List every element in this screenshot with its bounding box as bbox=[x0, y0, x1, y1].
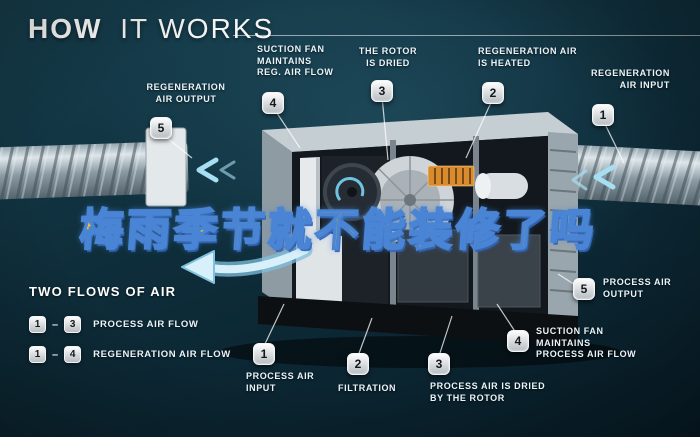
legend-badge-from: 1 bbox=[29, 316, 46, 333]
right-duct bbox=[564, 144, 700, 206]
legend-badge-from: 1 bbox=[29, 346, 46, 363]
legend-title: TWO FLOWS OF AIR bbox=[29, 284, 177, 299]
legend-badge-to: 3 bbox=[64, 316, 82, 333]
legend-badge-to: 4 bbox=[64, 346, 82, 363]
callout-label-regeneration-air-heated: REGENERATION AIR IS HEATED bbox=[478, 46, 578, 68]
page-title-bold: HOW bbox=[28, 13, 103, 44]
callout-label-process-air-dried: PROCESS AIR IS DRIED BY THE ROTOR bbox=[430, 381, 546, 403]
callout-label-rotor-is-dried: THE ROTOR IS DRIED bbox=[358, 46, 418, 68]
heater bbox=[427, 165, 475, 187]
callout-label-regeneration-air-input: REGENERATION AIR INPUT bbox=[590, 68, 670, 90]
legend-dash: – bbox=[52, 348, 59, 361]
callout-badge-suction-fan-process: 4 bbox=[507, 330, 529, 352]
callout-badge-regeneration-air-input: 1 bbox=[592, 104, 614, 126]
callout-badge-filtration: 2 bbox=[347, 353, 369, 375]
callout-badge-regeneration-air-heated: 2 bbox=[482, 82, 504, 104]
legend-item-label: PROCESS AIR FLOW bbox=[93, 319, 199, 330]
callout-label-process-air-output: PROCESS AIR OUTPUT bbox=[603, 277, 672, 299]
callout-badge-process-air-input: 1 bbox=[253, 343, 275, 365]
callout-badge-rotor-is-dried: 3 bbox=[371, 80, 393, 102]
callout-label-process-air-input: PROCESS AIR INPUT bbox=[246, 371, 315, 393]
header-divider bbox=[233, 35, 700, 36]
page-title: HOW IT WORKS bbox=[28, 13, 274, 45]
callout-badge-regeneration-air-output: 5 bbox=[150, 117, 172, 139]
legend-dash: – bbox=[52, 318, 59, 331]
callout-label-suction-fan-process: SUCTION FAN MAINTAINS PROCESS AIR FLOW bbox=[536, 326, 637, 360]
right-duct-arrow-icon bbox=[593, 164, 616, 190]
process-fan-cylinder bbox=[475, 173, 528, 199]
callout-label-regeneration-air-output: REGENERATION AIR OUTPUT bbox=[146, 82, 226, 104]
callout-label-suction-fan-reg: SUCTION FAN MAINTAINS REG. AIR FLOW bbox=[257, 44, 334, 78]
page-title-light: IT WORKS bbox=[120, 13, 275, 44]
legend-item-process-air-flow: 1 – 3 PROCESS AIR FLOW bbox=[29, 316, 198, 333]
callout-badge-process-air-output: 5 bbox=[573, 278, 595, 300]
callout-badge-suction-fan-reg: 4 bbox=[262, 92, 284, 114]
left-duct-arrow-icon bbox=[196, 157, 219, 183]
watermark-text: 梅雨季节就不能装修了吗 bbox=[77, 204, 600, 257]
left-duct bbox=[0, 140, 189, 200]
base-plinth bbox=[258, 296, 578, 346]
legend-item-label: REGENERATION AIR FLOW bbox=[93, 349, 231, 360]
callout-label-filtration: FILTRATION bbox=[338, 383, 397, 393]
legend-item-regeneration-air-flow: 1 – 4 REGENERATION AIR FLOW bbox=[29, 346, 231, 363]
callout-badge-process-air-dried: 3 bbox=[428, 353, 450, 375]
suction-fan bbox=[323, 163, 381, 221]
airflow-arrow-icons bbox=[181, 157, 616, 284]
